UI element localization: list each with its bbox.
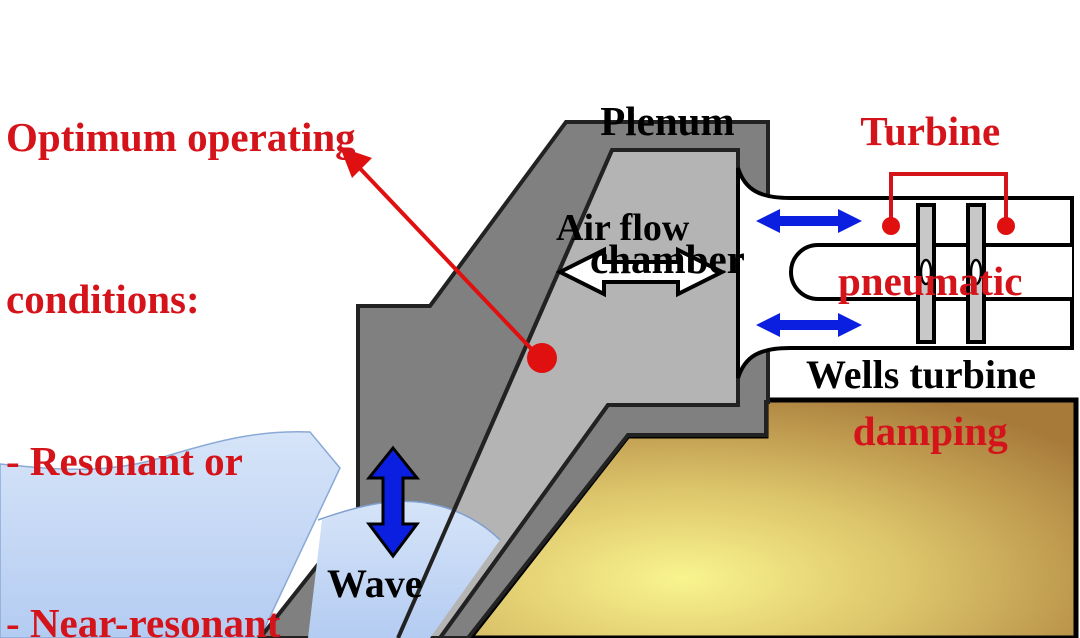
sea-water <box>0 430 341 638</box>
pressure-point-upstream <box>882 217 900 235</box>
optimum-line: - Resonant or <box>6 438 243 484</box>
damping-line: damping <box>852 408 1008 454</box>
chamber-water-surface <box>317 500 501 541</box>
annotation-arrow-line <box>350 158 542 360</box>
plenum-line: Plenum <box>600 98 735 144</box>
annotation-arrow-head <box>340 147 372 178</box>
inner-wall-left <box>396 149 614 638</box>
chamber-water <box>308 501 500 638</box>
optimum-line: Optimum operating <box>6 114 356 160</box>
optimum-line: - Near-resonant <box>6 600 281 638</box>
turbine-damping-label: Turbine pneumatic damping <box>838 6 1023 556</box>
rotor-2 <box>966 203 986 344</box>
annotation-dot <box>527 343 557 373</box>
duct-flow-arrow-top <box>756 209 862 233</box>
pressure-point-downstream <box>997 217 1015 235</box>
damping-line: pneumatic <box>838 258 1023 304</box>
inner-wall-right <box>438 403 610 638</box>
air-flow-label: Air flow <box>556 207 690 249</box>
duct-flow-arrow-bottom <box>756 313 862 337</box>
rotor-1 <box>916 203 936 344</box>
plenum-chamber-label: Plenum chamber <box>590 6 745 374</box>
optimum-line: conditions: <box>6 276 200 322</box>
damping-line: Turbine <box>860 108 1001 154</box>
wave-label: Wave <box>327 561 423 606</box>
wells-turbine-label: Wells turbine <box>806 352 1037 397</box>
damping-bracket <box>889 172 1008 226</box>
plenum-line: chamber <box>590 236 745 282</box>
air-flow-arrow <box>555 246 727 298</box>
wave-motion-arrow <box>365 445 421 559</box>
optimum-conditions-label: Optimum operating conditions: - Resonant… <box>6 2 356 638</box>
